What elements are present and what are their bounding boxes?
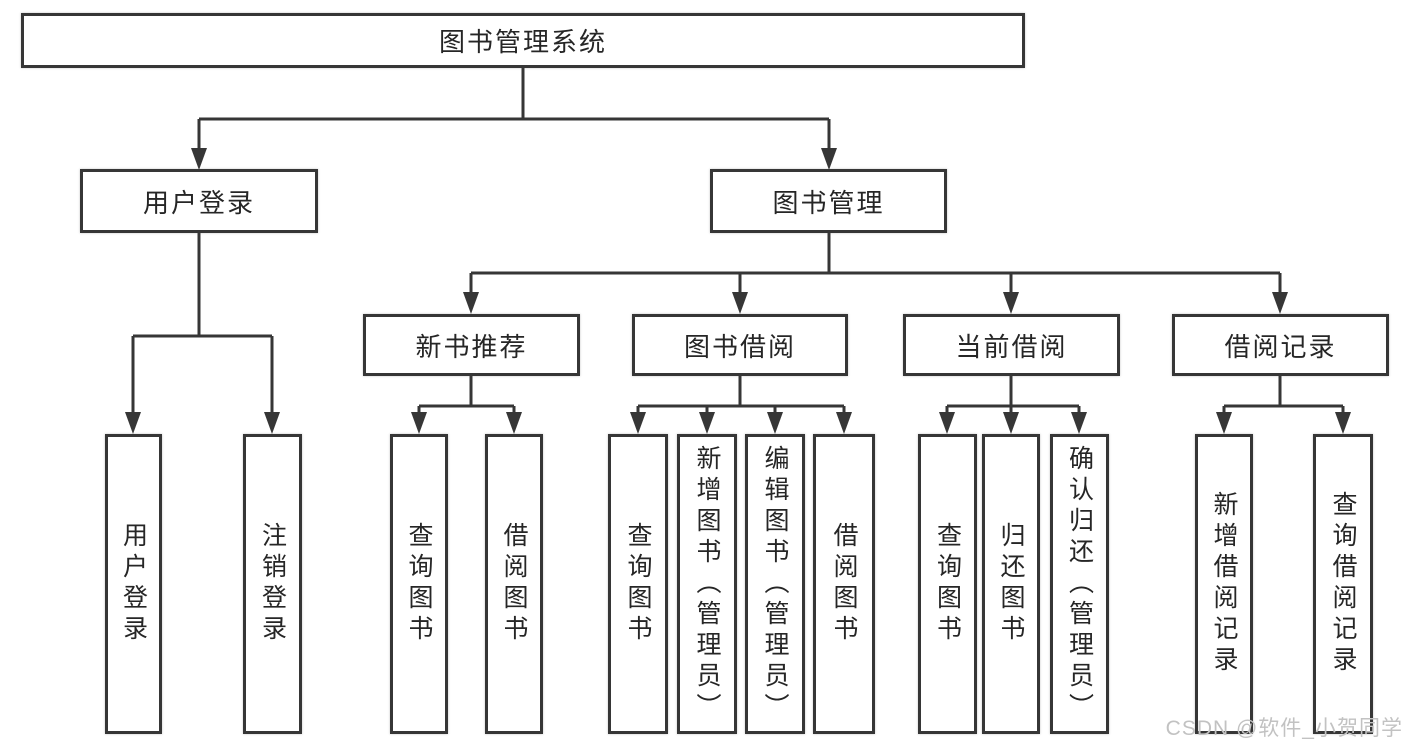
node-label: 图书管理 xyxy=(772,187,885,218)
node-label: 当前借阅 xyxy=(955,331,1068,362)
leaf-query-books-recommend: 查询图书 xyxy=(390,434,448,734)
leaf-add-borrow-record: 新增借阅记录 xyxy=(1195,434,1253,734)
leaf-confirm-return-admin: 确认归还（管理员） xyxy=(1050,434,1109,734)
node-label: 图书借阅 xyxy=(683,331,796,362)
node-new-book-recommend: 新书推荐 xyxy=(363,314,580,376)
leaf-user-login: 用户登录 xyxy=(105,434,162,734)
node-label: 编辑图书（管理员） xyxy=(761,444,789,724)
node-user-login: 用户登录 xyxy=(80,169,318,233)
node-label: 注销登录 xyxy=(258,522,287,646)
leaf-query-books-borrowing: 查询图书 xyxy=(608,434,668,734)
node-label: 新书推荐 xyxy=(415,331,528,362)
leaf-borrow-books-borrowing: 借阅图书 xyxy=(813,434,875,734)
node-label: 借阅记录 xyxy=(1224,331,1337,362)
node-label: 用户登录 xyxy=(119,522,148,646)
node-label: 查询图书 xyxy=(933,522,962,646)
node-label: 新增图书（管理员） xyxy=(693,444,721,724)
node-label: 新增借阅记录 xyxy=(1210,491,1238,677)
leaf-add-book-admin: 新增图书（管理员） xyxy=(677,434,737,734)
watermark: CSDN @软件_小贺同学 xyxy=(1165,717,1403,740)
node-label: 归还图书 xyxy=(997,522,1025,646)
node-label: 查询图书 xyxy=(624,522,652,646)
node-book-management: 图书管理 xyxy=(710,169,947,233)
leaf-query-borrow-record: 查询借阅记录 xyxy=(1313,434,1373,734)
leaf-return-books: 归还图书 xyxy=(982,434,1040,734)
node-label: 图书管理系统 xyxy=(438,27,607,57)
leaf-query-books-current: 查询图书 xyxy=(918,434,977,734)
leaf-edit-book-admin: 编辑图书（管理员） xyxy=(745,434,805,734)
node-label: 借阅图书 xyxy=(830,522,858,646)
node-label: 借阅图书 xyxy=(500,522,528,646)
arrowhead-icons xyxy=(125,148,1351,434)
node-current-borrowing: 当前借阅 xyxy=(903,314,1120,376)
leaf-logout-login: 注销登录 xyxy=(243,434,302,734)
leaf-borrow-books-recommend: 借阅图书 xyxy=(485,434,543,734)
node-library-management-system: 图书管理系统 xyxy=(21,13,1025,68)
node-borrowing-records: 借阅记录 xyxy=(1172,314,1389,376)
node-label: 查询借阅记录 xyxy=(1329,491,1357,677)
node-label: 确认归还（管理员） xyxy=(1065,444,1094,724)
node-label: 查询图书 xyxy=(405,522,433,646)
node-label: 用户登录 xyxy=(142,187,255,218)
node-book-borrowing: 图书借阅 xyxy=(632,314,848,376)
